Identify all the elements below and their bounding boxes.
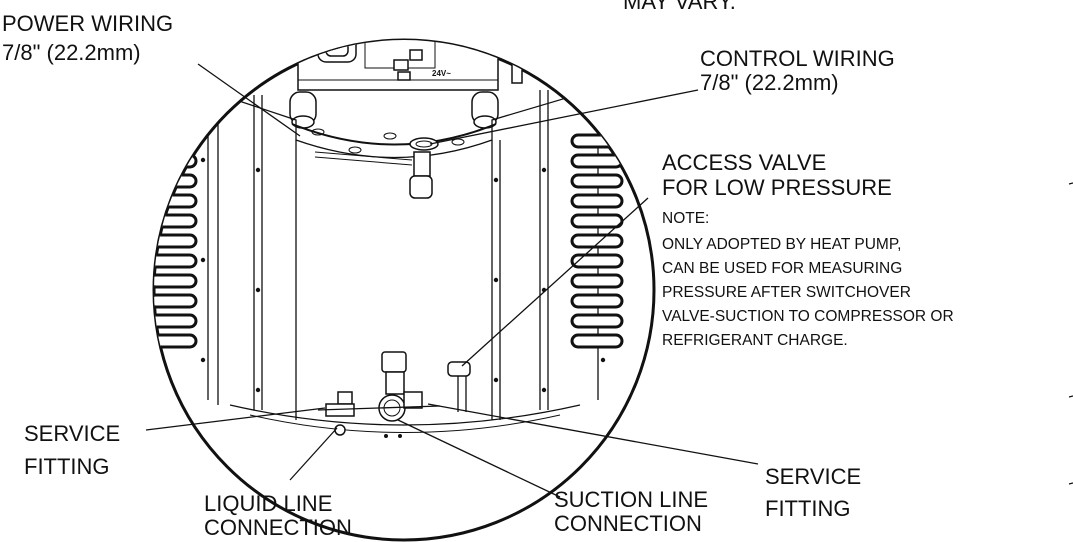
service-fitting-left-sub: FITTING xyxy=(24,454,110,479)
control-wiring-label: CONTROL WIRING xyxy=(700,46,895,71)
note-line: REFRIGERANT CHARGE. xyxy=(662,332,848,349)
service-fitting-right-label: SERVICE xyxy=(765,464,861,489)
left-louvers xyxy=(154,133,198,349)
access-valve-sub: FOR LOW PRESSURE xyxy=(662,175,892,200)
right-louvers xyxy=(570,133,624,349)
note-line: ONLY ADOPTED BY HEAT PUMP, xyxy=(662,236,901,253)
control-wiring-size: 7/8" (22.2mm) xyxy=(700,70,839,95)
leader-lines xyxy=(145,63,759,498)
magnifier-circle xyxy=(152,38,656,542)
note-title: NOTE: xyxy=(662,210,709,227)
service-fitting-left-label: SERVICE xyxy=(24,421,120,446)
note-line: CAN BE USED FOR MEASURING xyxy=(662,260,902,277)
liquid-line-label: LIQUID LINE xyxy=(204,491,332,516)
note-line: VALVE-SUCTION TO COMPRESSOR OR xyxy=(662,308,954,325)
panel-voltage-text: 24V~ xyxy=(432,69,451,78)
control-box: 24V~ xyxy=(297,40,523,91)
valves xyxy=(317,351,471,438)
top-fragment-text: MAY VARY. xyxy=(623,0,736,14)
liquid-line-sub: CONNECTION xyxy=(204,515,352,540)
power-wiring-label: POWER WIRING xyxy=(2,11,173,36)
suction-line-sub: CONNECTION xyxy=(554,511,702,536)
access-valve-label: ACCESS VALVE xyxy=(662,150,826,175)
note-line: PRESSURE AFTER SWITCHOVER xyxy=(662,284,911,301)
suction-line-label: SUCTION LINE xyxy=(554,487,708,512)
power-wiring-size: 7/8" (22.2mm) xyxy=(2,40,141,65)
service-fitting-right-sub: FITTING xyxy=(765,496,851,521)
